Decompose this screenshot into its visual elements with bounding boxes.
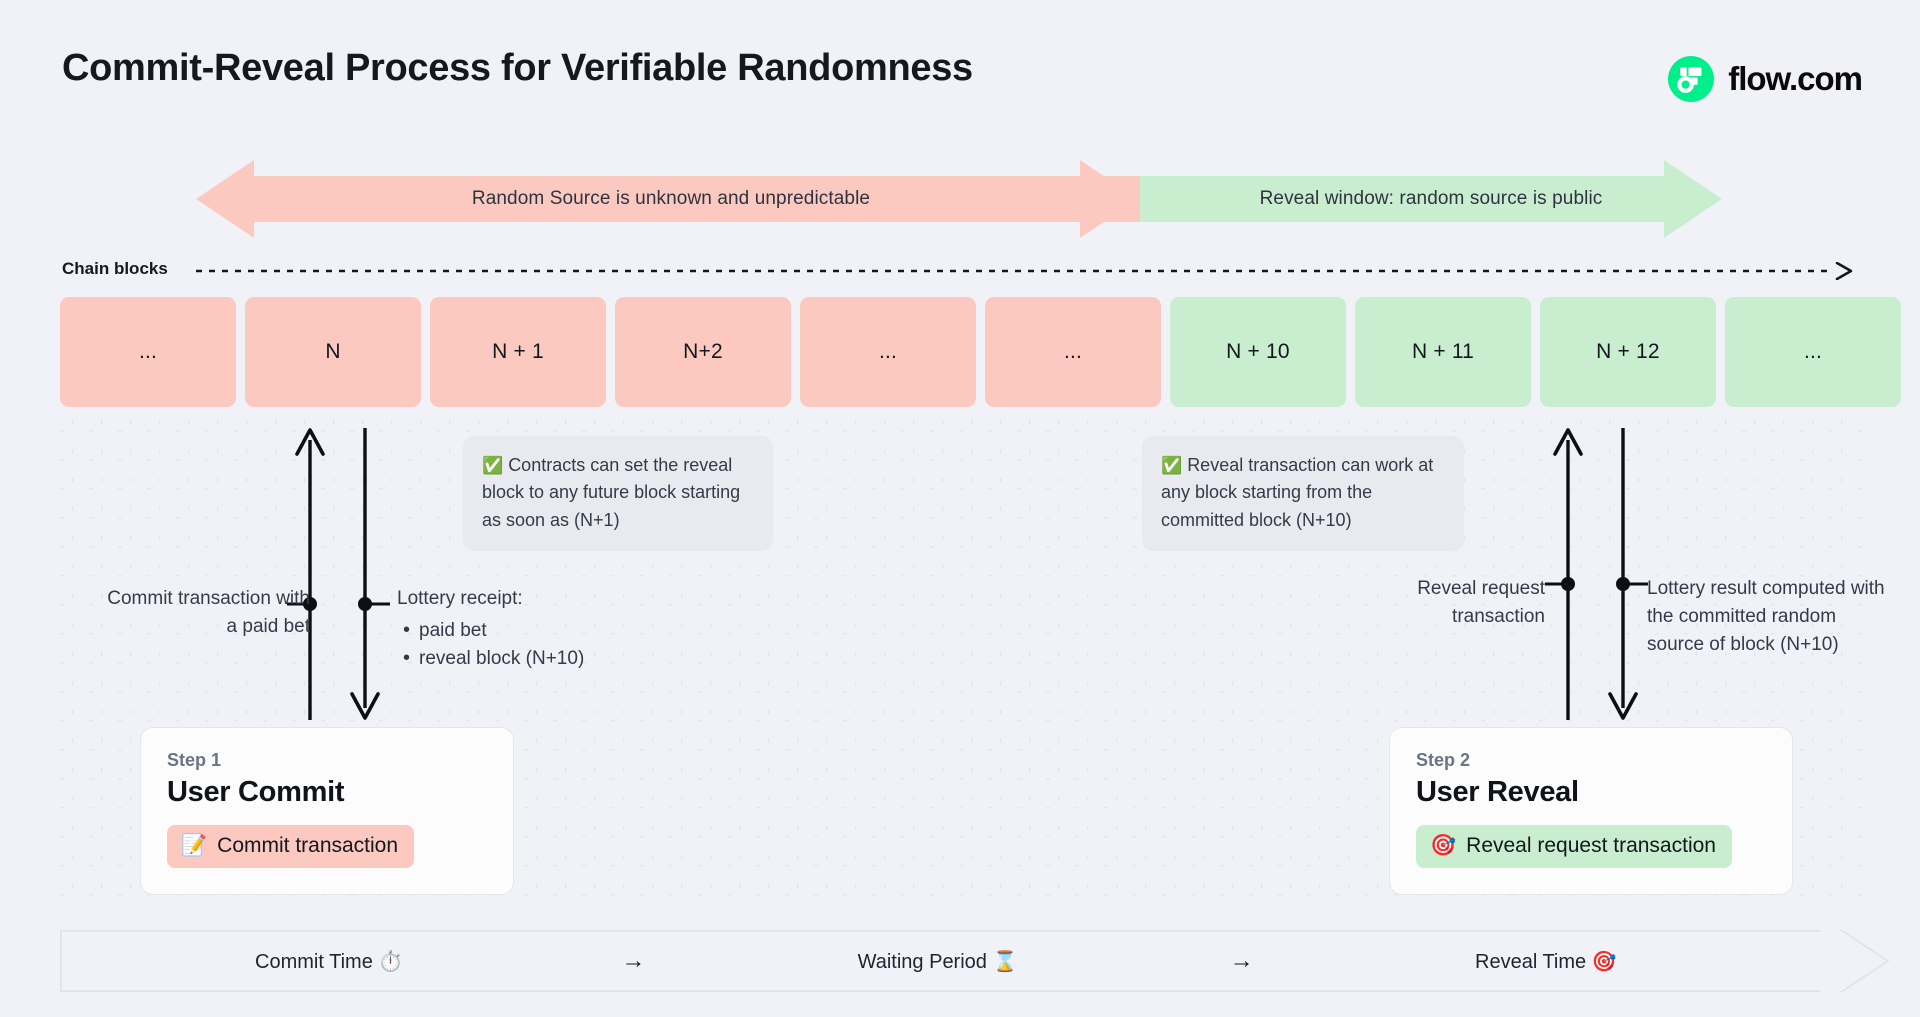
- list-item: reveal block (N+10): [397, 644, 697, 674]
- note-text: Contracts can set the reveal block to an…: [482, 455, 741, 530]
- page-title: Commit-Reveal Process for Verifiable Ran…: [62, 47, 973, 89]
- note-text: Reveal transaction can work at any block…: [1161, 455, 1434, 530]
- step-title: User Reveal: [1416, 776, 1579, 808]
- flow-logo-icon: [1668, 56, 1715, 102]
- pill-label: Reveal request transaction: [1466, 834, 1716, 857]
- brand-logo: flow.com: [1668, 56, 1863, 102]
- step-card-user-commit: Step 1 User Commit 📝 Commit transaction: [140, 727, 514, 895]
- timeline-waiting-period: Waiting Period ⌛: [857, 950, 1018, 973]
- block-0[interactable]: ...: [60, 297, 236, 407]
- check-icon: ✅: [482, 456, 504, 475]
- block-gap-1[interactable]: ...: [800, 297, 976, 407]
- step-label: Step 1: [167, 750, 222, 770]
- note-reveal-transaction: ✅ Reveal transaction can work at any blo…: [1142, 436, 1464, 552]
- brand-name: flow.com: [1728, 60, 1863, 97]
- step-label: Step 2: [1416, 750, 1471, 770]
- step-title: User Commit: [167, 776, 345, 808]
- bottom-timeline: Commit Time ⏱️ → Waiting Period ⌛ → Reve…: [60, 930, 1890, 992]
- block-n-plus-1[interactable]: N + 1: [430, 297, 606, 407]
- timeline-commit-time: Commit Time ⏱️: [255, 950, 404, 973]
- chain-blocks-label: Chain blocks: [62, 259, 168, 278]
- check-icon: ✅: [1161, 456, 1183, 475]
- block-tail[interactable]: ...: [1725, 297, 1901, 407]
- block-gap-2[interactable]: ...: [985, 297, 1161, 407]
- timeline-arrow-outline: [60, 930, 1890, 992]
- note-contracts-reveal-block: ✅ Contracts can set the reveal block to …: [463, 436, 773, 552]
- list-item: paid bet: [397, 616, 697, 646]
- lottery-receipt-list: paid bet reveal block (N+10): [397, 616, 697, 674]
- label-commit-transaction: Commit transaction with a paid bet: [107, 588, 310, 638]
- commit-transaction-pill[interactable]: 📝 Commit transaction: [167, 825, 415, 868]
- reveal-request-transaction-pill[interactable]: 🎯 Reveal request transaction: [1416, 825, 1732, 868]
- receipt-connector-down-arrow: [350, 428, 390, 720]
- arrow-right-icon: →: [1229, 947, 1254, 974]
- phase-arrow-unknown: Random Source is unknown and unpredictab…: [196, 160, 1146, 238]
- block-n-plus-10[interactable]: N + 10: [1170, 297, 1346, 407]
- reveal-request-connector-up-arrow: [1545, 428, 1583, 720]
- phase-label-reveal: Reveal window: random source is public: [1259, 188, 1603, 209]
- block-n-plus-2[interactable]: N+2: [615, 297, 791, 407]
- phase-arrow-reveal: Reveal window: random source is public: [1140, 160, 1722, 238]
- phase-arrow-row: Random Source is unknown and unpredictab…: [0, 160, 1920, 238]
- chain-blocks-row: ... N N + 1 N+2 ... ... N + 10 N + 11 N …: [60, 297, 1901, 407]
- label-reveal-request: Reveal request transaction: [1417, 578, 1545, 628]
- timeline-cells: Commit Time ⏱️ → Waiting Period ⌛ → Reve…: [60, 930, 1815, 992]
- arrow-right-icon: →: [621, 947, 646, 974]
- label-lottery-receipt: Lottery receipt: paid bet reveal block (…: [397, 585, 697, 674]
- block-n-plus-12[interactable]: N + 12: [1540, 297, 1716, 407]
- block-n-plus-11[interactable]: N + 11: [1355, 297, 1531, 407]
- label-lottery-result: Lottery result computed with the committ…: [1647, 578, 1885, 656]
- step-card-user-reveal: Step 2 User Reveal 🎯 Reveal request tran…: [1389, 727, 1793, 895]
- lottery-receipt-title: Lottery receipt:: [397, 588, 523, 609]
- commit-connector-up-arrow: [287, 428, 325, 720]
- phase-label-unknown: Random Source is unknown and unpredictab…: [471, 188, 871, 209]
- block-n[interactable]: N: [245, 297, 421, 407]
- memo-icon: 📝: [181, 834, 208, 857]
- chain-axis-line: [196, 262, 1853, 280]
- timeline-reveal-time: Reveal Time 🎯: [1475, 950, 1617, 973]
- target-icon: 🎯: [1430, 834, 1457, 857]
- lottery-result-connector-down-arrow: [1608, 428, 1648, 720]
- pill-label: Commit transaction: [217, 834, 399, 857]
- phase-arrowhead-unknown-right: [1080, 160, 1138, 238]
